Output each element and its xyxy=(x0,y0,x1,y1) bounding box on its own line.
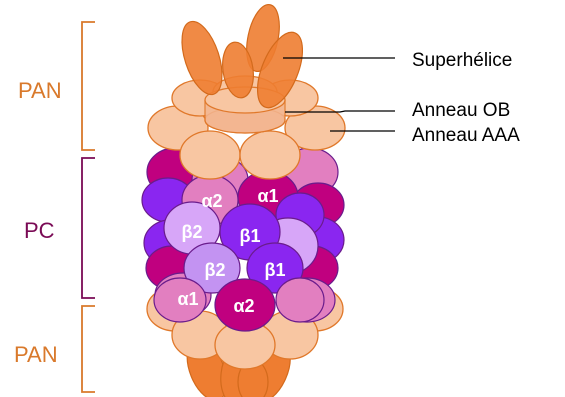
annotation-superhelice: Superhélice xyxy=(412,50,512,71)
pan-bottom-bracket xyxy=(82,306,95,392)
annotation-anneau-ob: Anneau OB xyxy=(412,100,510,121)
annotation-anneau-aaa: Anneau AAA xyxy=(412,125,520,146)
subunit-alpha1-bottom: α1 xyxy=(177,289,198,309)
pan-top-label: PAN xyxy=(18,78,62,103)
subunit-alpha1-top: α1 xyxy=(257,186,278,206)
subunit-beta2-bottom: β2 xyxy=(205,260,226,280)
pc-bracket xyxy=(82,158,95,298)
subunit-beta1-bottom: β1 xyxy=(265,260,286,280)
subunit-beta2-top: β2 xyxy=(182,222,203,242)
subunit-beta1-top: β1 xyxy=(240,226,261,246)
pan-bottom-label: PAN xyxy=(14,342,58,367)
subunit-alpha2-top: α2 xyxy=(201,191,222,211)
pan-top-bracket xyxy=(82,22,95,150)
pc-label: PC xyxy=(24,218,55,243)
subunit-alpha2-bottom: α2 xyxy=(233,296,254,316)
